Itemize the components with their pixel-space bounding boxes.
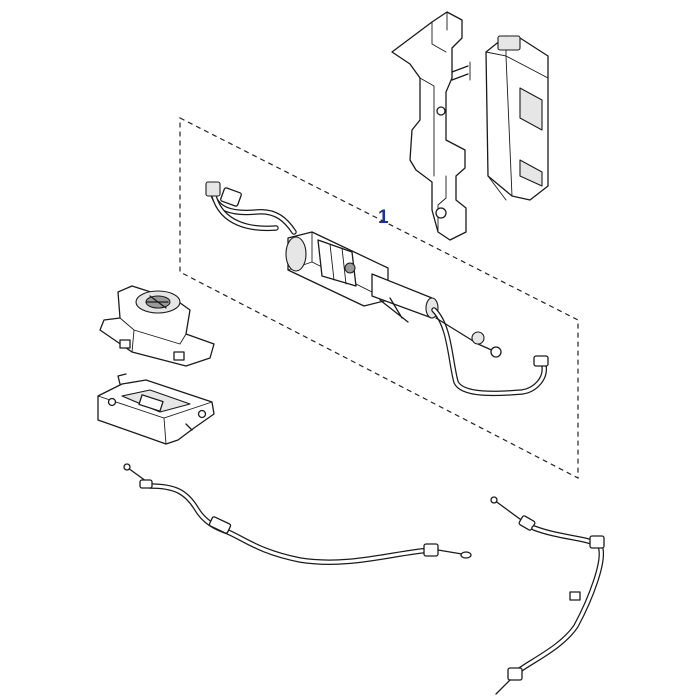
control-module (485, 35, 549, 201)
actuator-assembly (205, 181, 549, 397)
right-cable (490, 496, 605, 695)
handle-base-plate (97, 373, 215, 445)
left-cable (123, 463, 472, 565)
assembly-boundary (179, 117, 579, 479)
release-handle-housing (99, 285, 215, 367)
callout-label: 1 (378, 207, 389, 228)
mounting-bracket (391, 11, 471, 241)
